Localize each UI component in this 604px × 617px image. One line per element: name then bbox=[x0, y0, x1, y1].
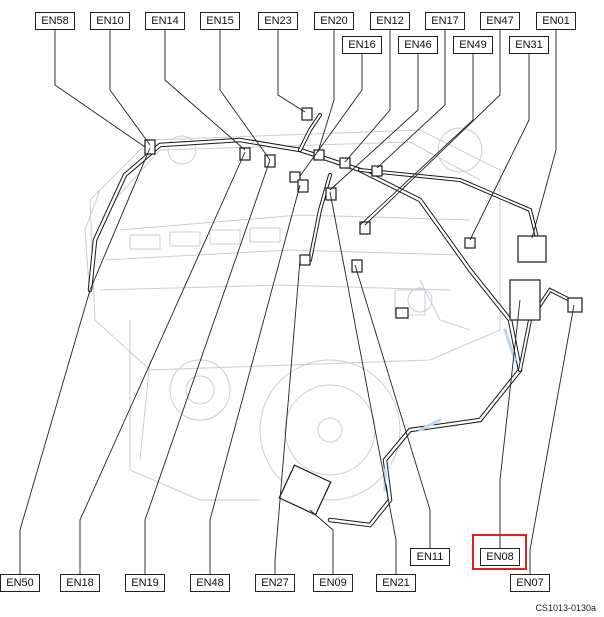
label-en07: EN07 bbox=[510, 574, 550, 592]
label-en11: EN11 bbox=[410, 548, 450, 566]
label-en50: EN50 bbox=[0, 574, 40, 592]
label-en20: EN20 bbox=[314, 12, 354, 30]
label-en47: EN47 bbox=[480, 12, 520, 30]
label-en21: EN21 bbox=[376, 574, 416, 592]
leader-lines bbox=[19, 30, 575, 578]
label-en01: EN01 bbox=[536, 12, 576, 30]
label-en49: EN49 bbox=[453, 36, 493, 54]
wiring-harness bbox=[87, 113, 572, 528]
highlight-box-en08 bbox=[472, 534, 527, 570]
label-en14: EN14 bbox=[145, 12, 185, 30]
label-en15: EN15 bbox=[200, 12, 240, 30]
label-en17: EN17 bbox=[425, 12, 465, 30]
label-en19: EN19 bbox=[125, 574, 165, 592]
label-en08: EN08 bbox=[480, 548, 520, 566]
connectors bbox=[144, 107, 583, 516]
label-en48: EN48 bbox=[190, 574, 230, 592]
label-en16: EN16 bbox=[342, 36, 382, 54]
figure-code: CS1013-0130a bbox=[535, 603, 596, 613]
label-en12: EN12 bbox=[370, 12, 410, 30]
label-en23: EN23 bbox=[258, 12, 298, 30]
label-en27: EN27 bbox=[255, 574, 295, 592]
engine-block-outline bbox=[84, 127, 501, 501]
label-en58: EN58 bbox=[35, 12, 75, 30]
label-en18: EN18 bbox=[60, 574, 100, 592]
label-en10: EN10 bbox=[90, 12, 130, 30]
label-en31: EN31 bbox=[509, 36, 549, 54]
label-en09: EN09 bbox=[313, 574, 353, 592]
label-en46: EN46 bbox=[398, 36, 438, 54]
